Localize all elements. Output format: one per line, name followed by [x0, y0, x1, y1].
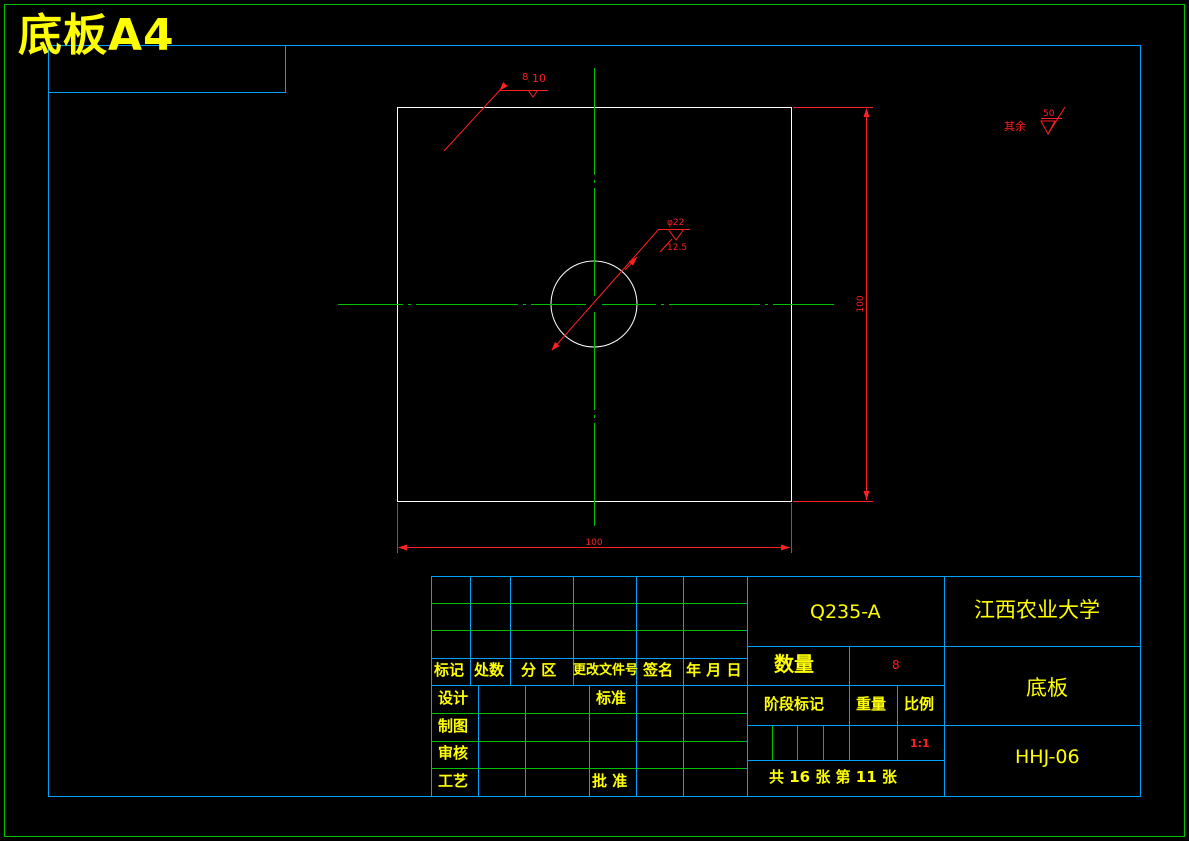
rest-value: 50	[1043, 109, 1055, 119]
material-text: Q235-A	[810, 601, 881, 623]
process-label: 工艺	[438, 772, 469, 790]
sheets-text: 共 16 张 第 11 张	[769, 768, 897, 786]
part-name-text: 底板	[1026, 676, 1068, 700]
weight-label: 重量	[856, 695, 887, 713]
design-label: 设计	[438, 689, 469, 707]
sheet-title: 底板A4	[18, 10, 175, 61]
standard-label: 标准	[596, 689, 627, 707]
code-box	[48, 45, 286, 93]
review-label: 审核	[438, 744, 469, 762]
quantity-label: 数量	[774, 652, 814, 676]
rev-header-mark: 标记	[434, 661, 465, 679]
approve-label: 批 准	[592, 772, 628, 790]
rev-header-date: 年 月 日	[686, 661, 742, 679]
rev-header-zone: 分 区	[521, 661, 557, 679]
school-text: 江西农业大学	[974, 598, 1100, 622]
roughness-top-value: 10	[532, 72, 546, 85]
drafting-label: 制图	[438, 717, 469, 735]
roughness-top-text: 8	[522, 72, 528, 83]
grid-green-lines	[432, 603, 746, 769]
rev-header-sign: 签名	[643, 661, 674, 679]
hole-diameter-leader	[551, 228, 690, 351]
scale-label: 比例	[904, 695, 935, 713]
hole-diameter-text: φ22	[667, 218, 684, 228]
dim-height-text: 100	[856, 295, 866, 312]
roughness-top-leader	[443, 82, 548, 152]
rest-label: 其余	[1004, 119, 1026, 133]
dim-height	[793, 107, 873, 502]
stage-label: 阶段标记	[764, 695, 825, 713]
center-lines	[338, 68, 834, 526]
dim-width-text: 100	[585, 538, 602, 548]
rev-header-count: 处数	[474, 661, 505, 679]
hole-roughness-text: 12.5	[667, 243, 687, 253]
rest-roughness-symbol	[1040, 106, 1066, 136]
paper-border	[4, 4, 1185, 837]
rev-header-docno: 更改文件号	[573, 663, 639, 678]
drawing-number: HHJ-06	[1015, 746, 1080, 768]
dim-width	[397, 503, 792, 553]
quantity-value: 8	[892, 658, 900, 672]
stage-mark-cells	[772, 726, 824, 760]
scale-value: 1:1	[910, 737, 930, 750]
